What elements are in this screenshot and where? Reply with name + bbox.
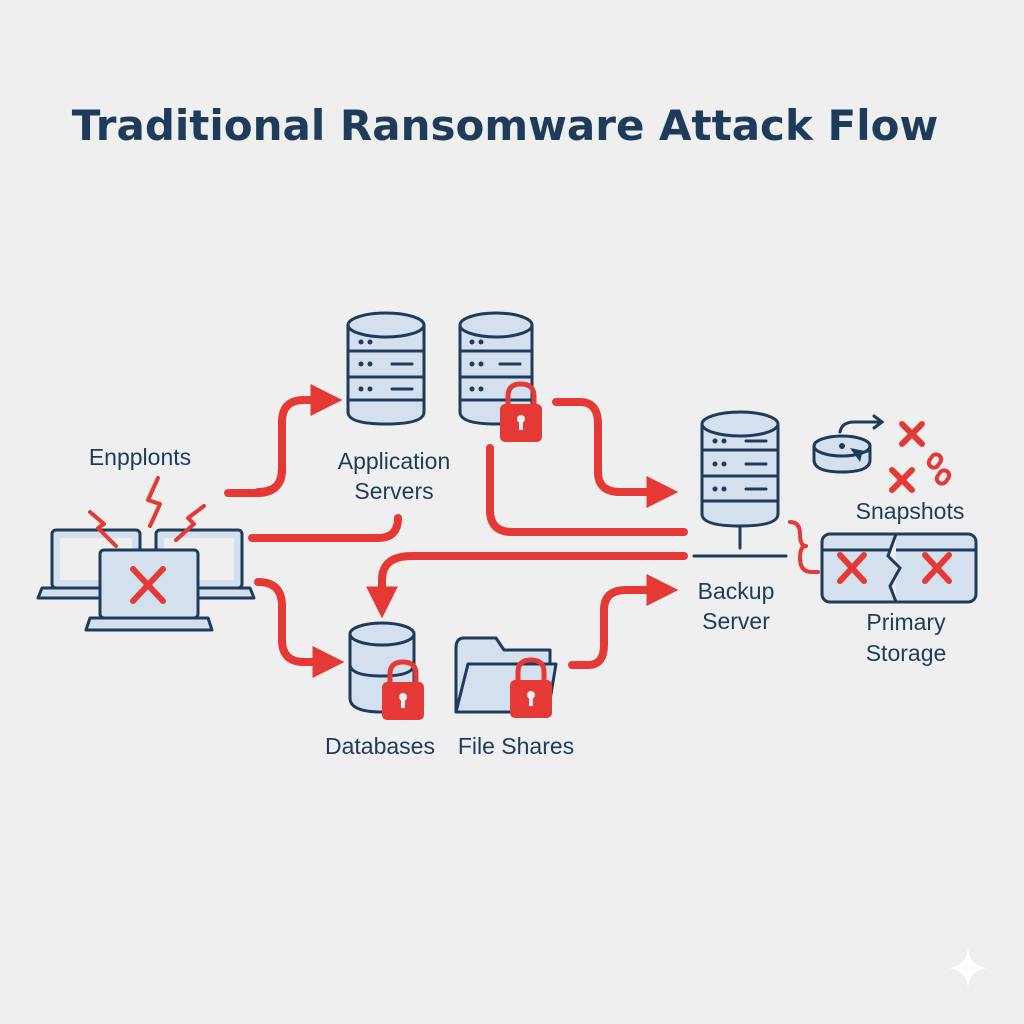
x-mark-icon	[837, 552, 867, 584]
padlock-icon	[510, 657, 552, 718]
app-server-database-icon	[346, 311, 426, 426]
flow-backup-to-primary-storage	[788, 520, 820, 574]
diagram-title: Traditional Ransomware Attack Flow	[72, 101, 939, 150]
flow-backup-to-databases	[366, 552, 688, 619]
backup-server-icon	[692, 410, 788, 558]
flow-app-servers-to-endpoints	[254, 466, 286, 496]
x-mark-icon	[899, 421, 925, 447]
lightning-icon	[88, 510, 118, 548]
primary-storage-label-line1: Primary	[866, 609, 946, 635]
app-server-database-icon	[458, 311, 534, 426]
primary-storage-icon	[820, 532, 978, 604]
arrow-right-icon	[838, 414, 885, 434]
lightning-icon	[174, 504, 206, 542]
lightning-icon	[146, 476, 162, 528]
app-servers-label-line2: Servers	[354, 478, 433, 504]
endpoints-node	[36, 476, 256, 632]
padlock-icon	[382, 659, 424, 720]
sparkle-icon	[948, 948, 988, 988]
flow-endpoints-to-app-servers-lower	[248, 514, 402, 542]
flow-endpoints-to-databases	[254, 578, 345, 678]
endpoints-label: Enpplonts	[89, 444, 191, 470]
flow-lateral-to-backup	[486, 444, 688, 536]
x-mark-icon	[130, 566, 166, 604]
backup-server-label-line1: Backup	[698, 578, 775, 604]
backup-server-label-line2: Server	[702, 608, 770, 634]
x-mark-icon	[889, 467, 915, 493]
app-servers-label-line1: Application	[338, 448, 451, 474]
databases-label: Databases	[325, 733, 435, 759]
snapshots-label: Snapshots	[856, 498, 965, 524]
primary-storage-label-line2: Storage	[866, 640, 947, 666]
attack-flow-arrows	[224, 384, 820, 678]
cursor-icon	[850, 448, 870, 462]
x-mark-icon	[922, 552, 952, 584]
flow-file-shares-to-backup	[568, 574, 679, 669]
padlock-icon	[500, 381, 542, 442]
file-shares-label: File Shares	[458, 733, 574, 759]
broken-chain-icon	[926, 452, 952, 486]
flow-app-servers-to-backup	[552, 398, 679, 508]
